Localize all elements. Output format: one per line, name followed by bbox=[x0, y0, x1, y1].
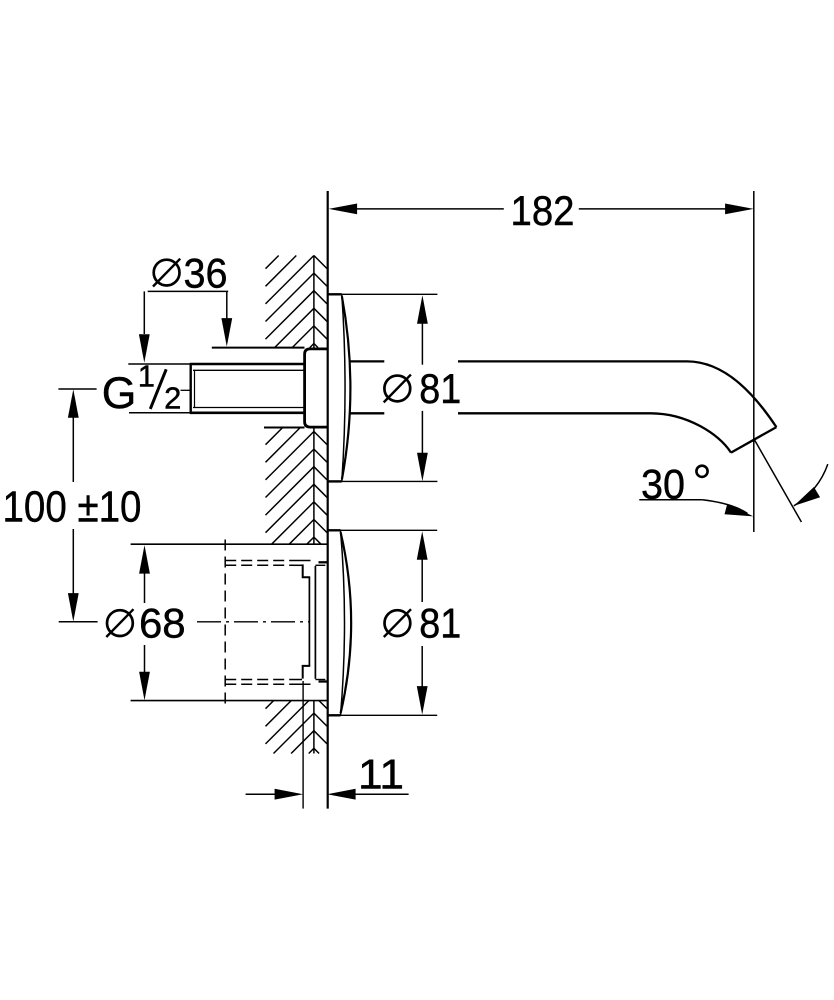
svg-text:30: 30 bbox=[641, 460, 685, 507]
svg-text:182: 182 bbox=[511, 187, 575, 234]
svg-text:2: 2 bbox=[164, 381, 181, 416]
svg-text:68: 68 bbox=[139, 600, 186, 647]
svg-text:11: 11 bbox=[358, 751, 404, 798]
svg-text:G: G bbox=[102, 369, 137, 418]
svg-text:81: 81 bbox=[419, 365, 461, 412]
svg-text:100 ±10: 100 ±10 bbox=[3, 484, 142, 532]
svg-text:1: 1 bbox=[138, 359, 155, 394]
svg-text:36: 36 bbox=[184, 250, 228, 297]
svg-text:81: 81 bbox=[419, 600, 461, 647]
